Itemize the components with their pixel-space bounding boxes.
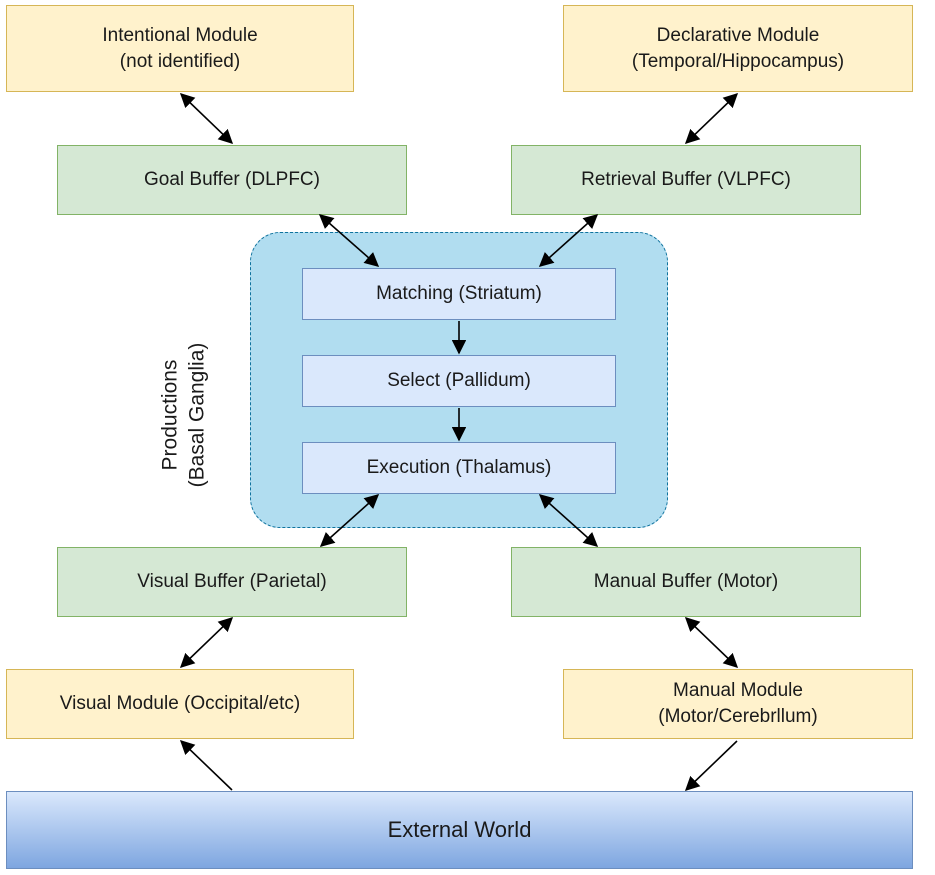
arrow-execution-visual-buffer <box>319 494 380 547</box>
intentional-module[interactable]: Intentional Module (not identified) <box>6 5 354 92</box>
declarative-module[interactable]: Declarative Module (Temporal/Hippocampus… <box>563 5 913 92</box>
declarative-module-title: Declarative Module <box>656 24 820 46</box>
select-stage-label: Select (Pallidum) <box>387 370 531 392</box>
manual-module-title: Manual Module <box>673 680 803 702</box>
external-world[interactable]: External World <box>6 791 913 869</box>
declarative-module-subtitle: (Temporal/Hippocampus) <box>631 50 845 72</box>
visual-buffer-label: Visual Buffer (Parietal) <box>137 571 327 593</box>
matching-stage-label: Matching (Striatum) <box>376 283 542 305</box>
manual-buffer[interactable]: Manual Buffer (Motor) <box>511 547 861 617</box>
goal-buffer-label: Goal Buffer (DLPFC) <box>144 169 320 191</box>
matching-stage[interactable]: Matching (Striatum) <box>302 268 616 320</box>
execution-stage[interactable]: Execution (Thalamus) <box>302 442 616 494</box>
retrieval-buffer[interactable]: Retrieval Buffer (VLPFC) <box>511 145 861 215</box>
arrow-world-visual-module <box>179 740 233 791</box>
retrieval-buffer-label: Retrieval Buffer (VLPFC) <box>581 169 791 191</box>
select-stage[interactable]: Select (Pallidum) <box>302 355 616 407</box>
visual-module-title: Visual Module (Occipital/etc) <box>59 693 301 715</box>
intentional-module-title: Intentional Module <box>102 24 258 46</box>
arrow-retrieval-matching <box>538 214 599 267</box>
arrow-manual-buffer-module <box>684 617 739 668</box>
arrow-goal-matching <box>318 214 380 267</box>
execution-stage-label: Execution (Thalamus) <box>366 457 552 479</box>
arrow-visual-buffer-module <box>179 617 234 668</box>
visual-module[interactable]: Visual Module (Occipital/etc) <box>6 669 354 739</box>
external-world-label: External World <box>387 817 532 842</box>
manual-module[interactable]: Manual Module (Motor/Cerebrllum) <box>563 669 913 739</box>
manual-buffer-label: Manual Buffer (Motor) <box>593 571 779 593</box>
arrow-declarative-retrieval <box>684 93 739 144</box>
visual-buffer[interactable]: Visual Buffer (Parietal) <box>57 547 407 617</box>
arrow-intentional-goal <box>179 93 234 144</box>
arrow-execution-manual-buffer <box>538 494 599 547</box>
manual-module-subtitle: (Motor/Cerebrllum) <box>658 706 818 727</box>
arrow-manual-module-world <box>684 740 738 791</box>
goal-buffer[interactable]: Goal Buffer (DLPFC) <box>57 145 407 215</box>
intentional-module-subtitle: (not identified) <box>119 50 241 72</box>
